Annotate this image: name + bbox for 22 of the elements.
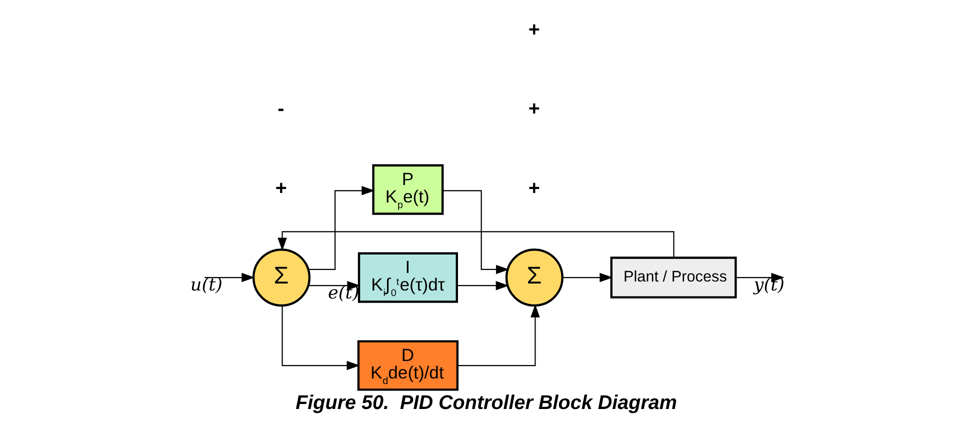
edge-label: u(t): [190, 276, 222, 296]
label: +: [528, 19, 540, 42]
edge-label: y(t): [753, 276, 784, 296]
node-circle: Σ: [504, 248, 563, 307]
node-box: P K$_{p}$e(t): [372, 164, 444, 215]
arrow: [277, 231, 674, 258]
node-box: D K$_{d}$de(t)/dt: [356, 340, 458, 391]
node-box: Plant / Process: [610, 256, 736, 298]
label: +: [528, 177, 540, 200]
node-circle: Σ: [252, 248, 310, 307]
arrow: [562, 272, 612, 282]
arrow: [442, 190, 509, 274]
arrow: [456, 280, 509, 290]
arrow: [204, 272, 254, 282]
arrow: [457, 304, 540, 366]
node-box: I K$_{i}$∫$_{0}$$^{t}$e(τ)dτ: [357, 252, 458, 303]
arrow: [281, 306, 360, 370]
label: +: [528, 98, 540, 120]
label: +: [274, 177, 286, 200]
label: -: [277, 98, 284, 120]
caption: Figure 50. PID Controller Block Diagram: [295, 392, 677, 414]
arrow: [308, 186, 374, 270]
